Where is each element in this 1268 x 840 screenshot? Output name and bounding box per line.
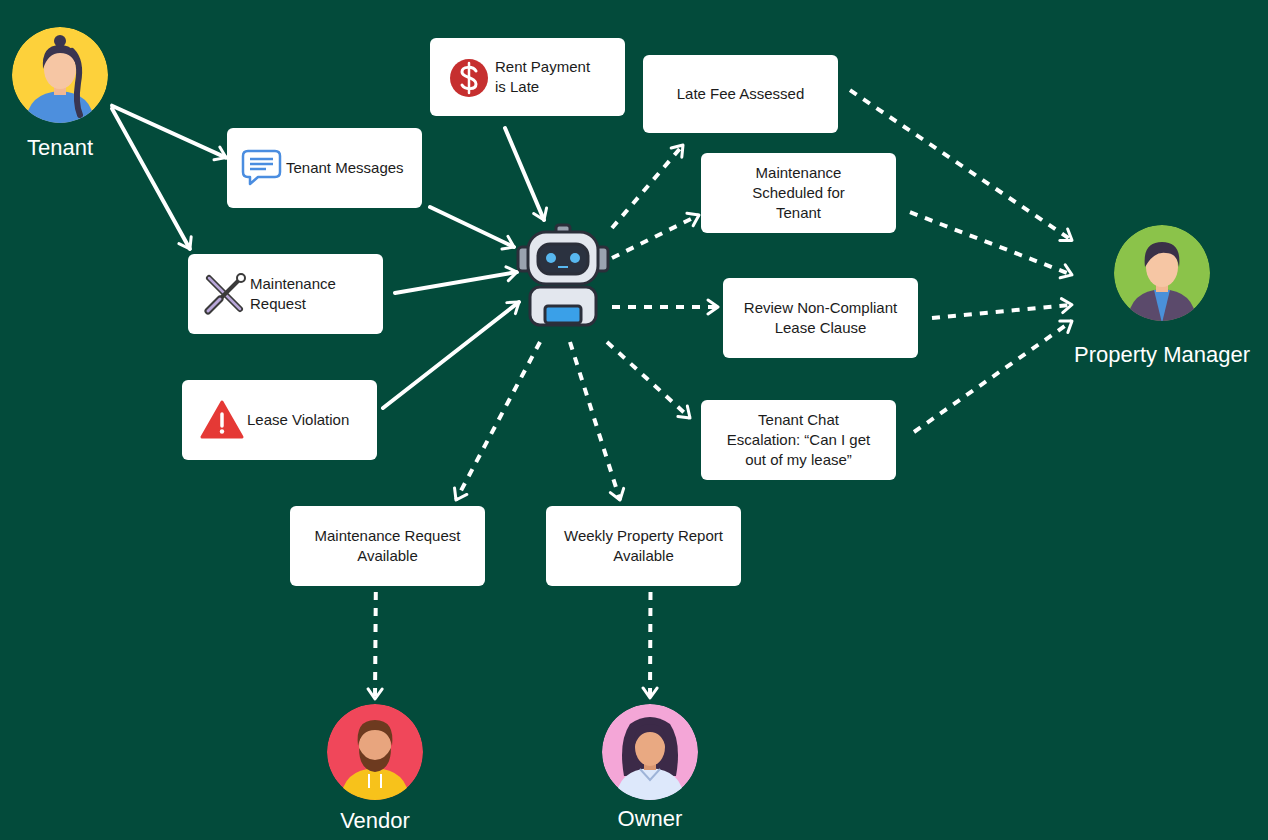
- dashed-arrow: [648, 592, 653, 698]
- robot-assistant: [528, 232, 598, 284]
- output-arrows: [607, 342, 690, 418]
- owner-avatar: [602, 704, 698, 800]
- dashed-arrow: [932, 305, 1072, 318]
- role-label: Tenant: [27, 136, 93, 160]
- event-box: Rent Payment is Late: [430, 38, 625, 116]
- solid-arrow: [112, 106, 226, 158]
- vendor-avatar: [380, 774, 382, 788]
- tenant-avatar: [43, 45, 77, 69]
- role-label: Property Manager: [1074, 343, 1250, 367]
- robot-assistant: [518, 247, 530, 271]
- manager-node: Property Manager: [1114, 225, 1210, 321]
- box-label: Tenant Chat Escalation: “Can I get out o…: [723, 410, 874, 471]
- input-arrows: [383, 302, 519, 408]
- vendor-node: Vendor: [327, 704, 423, 800]
- manager-avatar: [1114, 225, 1210, 323]
- owner-avatar: [640, 769, 660, 780]
- box-label: Maintenance Request: [250, 274, 373, 315]
- dashed-arrow: [850, 90, 1072, 240]
- vendor-avatar: [359, 748, 391, 772]
- box-label: Maintenance Request Available: [305, 526, 470, 567]
- tenant-avatar: [54, 83, 66, 95]
- tenant-avatar: [44, 49, 76, 89]
- output-arrows: [570, 342, 620, 500]
- role-label: Owner: [618, 807, 683, 831]
- robot-assistant: [570, 253, 580, 263]
- box-label: Rent Payment is Late: [495, 57, 597, 98]
- manager-avatar: [1128, 289, 1196, 323]
- vendor-avatar: [359, 726, 391, 766]
- owner-avatar: [616, 768, 684, 802]
- vendor-avatar: [341, 768, 409, 802]
- outcome-box: Weekly Property Report Available: [546, 506, 741, 586]
- outcome-box: Maintenance Scheduled for Tenant: [701, 153, 896, 233]
- owner-avatar: [644, 760, 656, 770]
- dashed-arrow: [910, 212, 1072, 275]
- owner-node: Owner: [602, 704, 698, 800]
- output-arrows: [612, 145, 683, 228]
- tenant-node: Tenant: [12, 27, 108, 123]
- owner-avatar: [602, 704, 698, 802]
- outcome-box: Review Non-Compliant Lease Clause: [723, 278, 918, 358]
- robot-assistant: [596, 247, 608, 271]
- vendor-avatar: [368, 774, 370, 788]
- input-box: Tenant Messages: [227, 128, 422, 208]
- outcome-box: Maintenance Request Available: [290, 506, 485, 586]
- outcome-box: Late Fee Assessed: [643, 55, 838, 133]
- tenant-avatar: [12, 27, 108, 125]
- robot-assistant: [546, 253, 556, 263]
- output-arrows: [612, 215, 699, 258]
- robot-assistant: [530, 287, 596, 325]
- robot-assistant: [518, 225, 608, 325]
- input-box: Maintenance Request: [188, 254, 383, 334]
- vendor-avatar: [327, 704, 423, 800]
- manager-avatar: [1145, 242, 1180, 267]
- dashed-arrow: [373, 592, 378, 699]
- input-arrows: [505, 128, 544, 220]
- solid-arrow: [112, 109, 190, 249]
- output-arrows: [456, 145, 718, 500]
- manager-avatar: [1154, 290, 1170, 323]
- role-label: Vendor: [340, 809, 410, 833]
- vendor-avatar: [369, 760, 381, 771]
- manager-avatar: [1146, 247, 1178, 287]
- robot-assistant: [556, 225, 570, 234]
- robot-assistant: [545, 306, 581, 323]
- manager-avatar: [1156, 281, 1168, 292]
- box-label: Late Fee Assessed: [677, 84, 805, 104]
- outcome-box: Tenant Chat Escalation: “Can I get out o…: [701, 400, 896, 480]
- manager-avatar: [1114, 225, 1210, 323]
- manager-avatar: [1114, 225, 1210, 321]
- tenant-avatar: [12, 27, 108, 125]
- output-arrows: [612, 305, 718, 309]
- box-label: Review Non-Compliant Lease Clause: [738, 298, 903, 339]
- tenant-avatar: [54, 35, 66, 47]
- robot-assistant: [558, 266, 568, 268]
- box-label: Lease Violation: [247, 410, 349, 430]
- tenant-avatar: [26, 91, 94, 125]
- owner-avatar: [622, 717, 678, 776]
- output-arrows: [456, 342, 540, 500]
- owner-avatar: [635, 728, 665, 766]
- input-arrows: [430, 207, 514, 247]
- input-arrows: [395, 272, 517, 293]
- event-box: Lease Violation: [182, 380, 377, 460]
- box-label: Weekly Property Report Available: [556, 526, 731, 567]
- box-label: Tenant Messages: [286, 158, 404, 178]
- tenant-avatar: [72, 51, 80, 115]
- vendor-avatar: [327, 704, 423, 802]
- vendor-avatar: [327, 704, 423, 802]
- owner-avatar: [602, 704, 698, 802]
- tenant-avatar: [12, 27, 108, 123]
- dashed-arrow: [914, 321, 1072, 432]
- vendor-avatar: [358, 720, 393, 746]
- box-label: Maintenance Scheduled for Tenant: [743, 163, 854, 224]
- robot-assistant: [538, 244, 588, 274]
- owner-avatar: [634, 724, 666, 748]
